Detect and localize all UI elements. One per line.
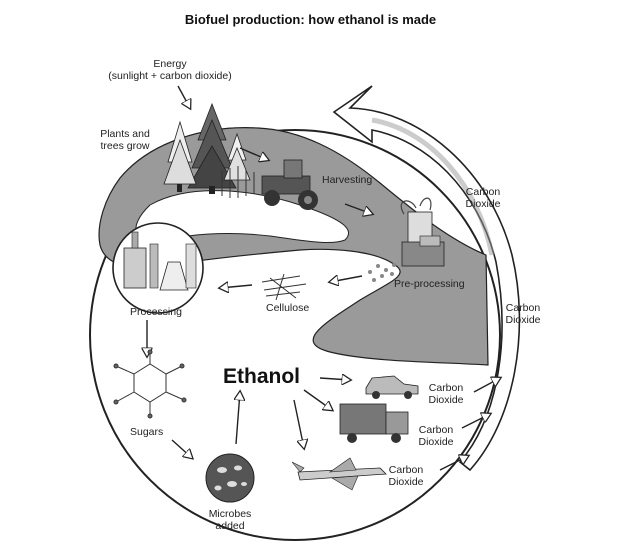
chips-icon (368, 263, 396, 282)
sugar-molecule-icon (113, 349, 187, 419)
diagram-title: Biofuel production: how ethanol is made (184, 12, 437, 27)
label-ethanol: Ethanol (223, 365, 300, 388)
label-cellulose: Cellulose (266, 302, 310, 314)
label-plants-line2: trees grow (100, 140, 150, 152)
label-co2-cycle-right: Carbon Dioxide (498, 302, 548, 326)
plane-icon (291, 457, 387, 491)
arrow-to-truck (303, 389, 332, 410)
co2-cycle-arrow-inner (371, 117, 495, 256)
arrow-to-processing (220, 285, 253, 288)
label-co2-plane: Carbon Dioxide (382, 464, 430, 488)
label-co2-upper-line2: Dioxide (465, 198, 501, 210)
label-co2-cycle-upper: Carbon Dioxide (458, 186, 508, 210)
microbes-icon (205, 453, 255, 503)
co2-arrow-truck (461, 414, 490, 429)
preprocessing-machine-icon (400, 197, 445, 267)
arrow-to-plane (293, 399, 304, 448)
processing-plant-icon (123, 231, 197, 291)
arrow-to-microbes (171, 439, 192, 458)
cellulose-icon (261, 273, 307, 301)
truck-icon (339, 403, 409, 443)
arrow-to-cellulose (330, 276, 363, 282)
label-microbes-line2: added (215, 520, 245, 532)
label-processing: Processing (130, 306, 182, 318)
arrow-energy (177, 85, 190, 108)
car-icon (365, 375, 419, 399)
label-co2-right-line2: Dioxide (505, 314, 541, 326)
label-co2-truck-line1: Carbon (418, 424, 454, 436)
arrow-to-ethanol (236, 392, 240, 445)
label-co2-car-line2: Dioxide (428, 394, 464, 406)
label-sugars: Sugars (130, 426, 164, 438)
label-microbes: Microbes added (200, 508, 260, 532)
label-co2-truck-line2: Dioxide (418, 436, 454, 448)
arrow-to-car (319, 378, 350, 380)
label-preprocessing: Pre-processing (394, 278, 465, 290)
tractor-icon (261, 159, 318, 210)
label-energy-line1: Energy (153, 58, 187, 70)
label-co2-car-line1: Carbon (428, 382, 464, 394)
label-co2-right-line1: Carbon (505, 302, 541, 314)
label-microbes-line1: Microbes (208, 508, 252, 520)
label-plants: Plants and trees grow (90, 128, 160, 152)
co2-arrow-plane (439, 456, 468, 471)
label-co2-upper-line1: Carbon (465, 186, 501, 198)
label-energy-line2: (sunlight + carbon dioxide) (108, 70, 232, 82)
label-co2-car: Carbon Dioxide (422, 382, 470, 406)
arrow-to-harvest (239, 147, 268, 160)
label-co2-plane-line2: Dioxide (388, 476, 424, 488)
label-energy: Energy (sunlight + carbon dioxide) (100, 58, 240, 82)
arrow-to-preprocess (344, 203, 372, 214)
label-co2-plane-line1: Carbon (388, 464, 424, 476)
crops-icon (221, 166, 255, 198)
label-plants-line1: Plants and (100, 128, 150, 140)
label-harvesting: Harvesting (322, 174, 373, 186)
co2-arrow-car (473, 378, 500, 393)
label-co2-truck: Carbon Dioxide (412, 424, 460, 448)
